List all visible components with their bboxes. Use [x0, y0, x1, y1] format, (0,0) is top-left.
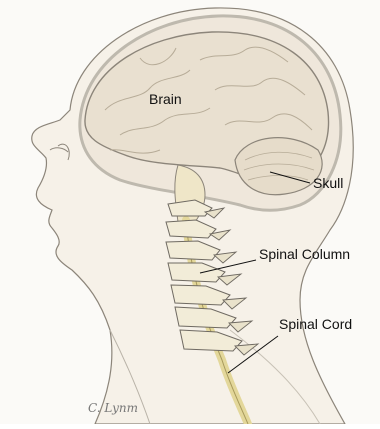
artist-signature: C. Lynm — [88, 401, 138, 415]
skull-label: Skull — [313, 175, 343, 191]
brain-label: Brain — [149, 91, 182, 107]
spinal-column-label: Spinal Column — [259, 246, 350, 262]
cerebellum-shape — [235, 138, 322, 195]
spinal-cord-label: Spinal Cord — [279, 316, 352, 332]
